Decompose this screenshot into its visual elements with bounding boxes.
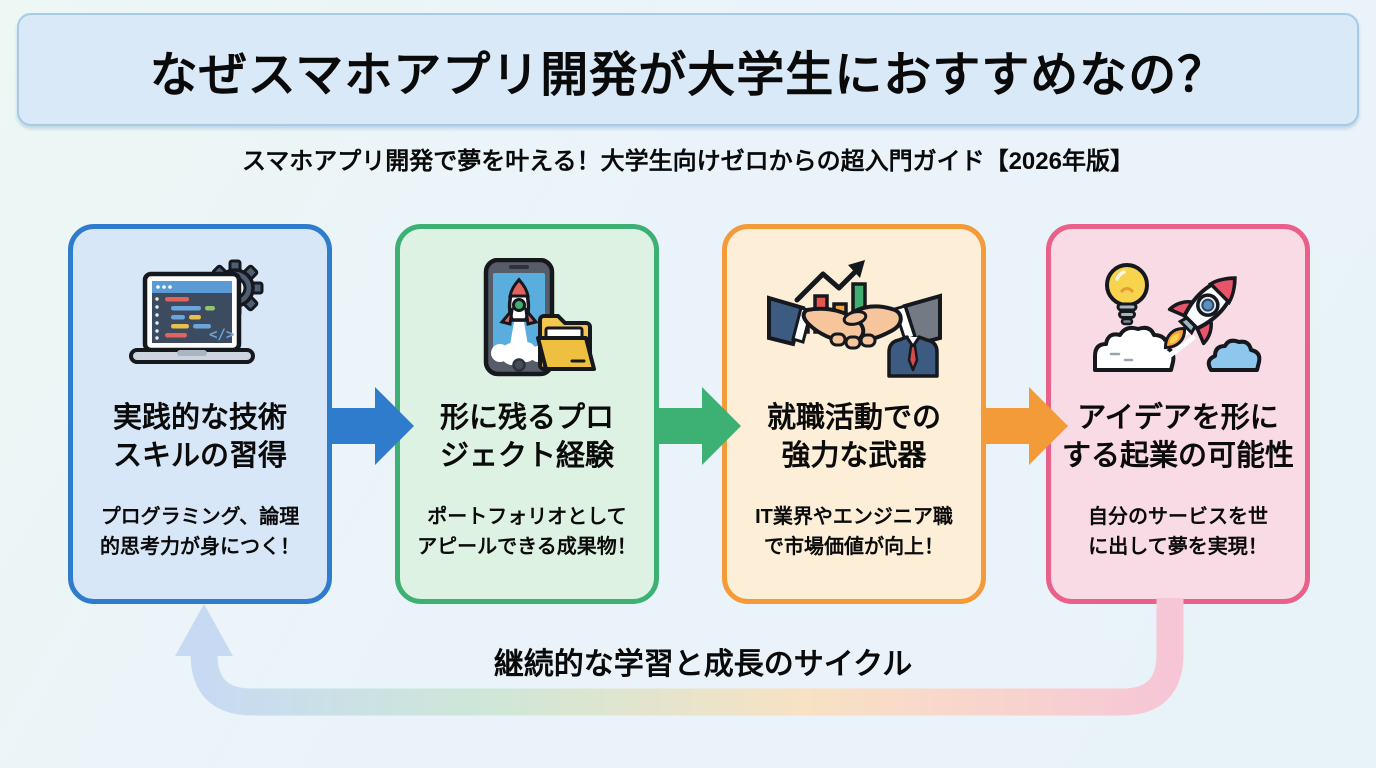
svg-text:</>: </> xyxy=(209,327,234,343)
flow-arrow-2-icon xyxy=(654,384,742,468)
card-desc-line-1: プログラミング、論理 xyxy=(100,505,300,528)
card-title: 就職活動での 強力な武器 xyxy=(767,399,941,476)
page-subtitle: スマホアプリ開発で夢を叶える！大学生向けゼロからの超入門ガイド【2026年版】 xyxy=(242,148,1134,175)
card-title: アイデアを形に する起業の可能性 xyxy=(1062,399,1294,476)
lightbulb-rocket-icon xyxy=(1091,245,1266,391)
card-desc-line-2: で市場価値が向上！ xyxy=(764,535,944,558)
card-title-line-2: ジェクト経験 xyxy=(439,440,614,473)
card-startup-potential: アイデアを形に する起業の可能性 自分のサービスを世 に出して夢を実現！ xyxy=(1046,224,1310,604)
card-title-line-1: 実践的な技術 xyxy=(112,402,287,434)
card-desc-line-2: アピールできる成果物！ xyxy=(417,535,637,558)
cycle-label: 継続的な学習と成長のサイクル xyxy=(493,648,913,681)
card-title: 実践的な技術 スキルの習得 xyxy=(113,399,287,476)
card-desc-line-1: IT業界やエンジニア職 xyxy=(755,505,953,528)
card-desc-line-2: 的思考力が身につく！ xyxy=(100,535,300,558)
card-description: IT業界やエンジニア職 で市場価値が向上！ xyxy=(755,502,953,563)
card-project-experience: 形に残るプロ ジェクト経験 ポートフォリオとして アピールできる成果物！ xyxy=(395,224,659,604)
cycle-arrow-icon xyxy=(175,598,1184,716)
card-title-line-1: 形に残るプロ xyxy=(439,402,614,434)
laptop-code-gear-icon: </> xyxy=(125,245,275,391)
card-title: 形に残るプロ ジェクト経験 xyxy=(440,399,614,476)
flow-arrow-3-icon xyxy=(981,384,1069,468)
page-title: なぜスマホアプリ開発が大学生におすすめなの？ xyxy=(149,48,1227,102)
handshake-chart-suit-icon xyxy=(766,245,942,391)
title-banner: なぜスマホアプリ開発が大学生におすすめなの？ xyxy=(17,13,1359,126)
card-desc-line-1: 自分のサービスを世 xyxy=(1088,505,1268,528)
card-title-line-2: 強力な武器 xyxy=(781,440,927,473)
card-description: 自分のサービスを世 に出して夢を実現！ xyxy=(1088,502,1268,563)
card-title-line-1: 就職活動での xyxy=(766,402,941,434)
card-description: プログラミング、論理 的思考力が身につく！ xyxy=(100,502,300,563)
card-title-line-2: スキルの習得 xyxy=(112,440,287,473)
card-description: ポートフォリオとして アピールできる成果物！ xyxy=(417,502,637,563)
card-practical-skills: </> 実践的な技術 スキルの習得 プログラミング、論理 的思考力が身につく！ xyxy=(68,224,332,604)
card-desc-line-2: に出して夢を実現！ xyxy=(1088,535,1268,558)
card-title-line-2: する起業の可能性 xyxy=(1061,440,1294,473)
card-job-hunting: 就職活動での 強力な武器 IT業界やエンジニア職 で市場価値が向上！ xyxy=(722,224,986,604)
card-desc-line-1: ポートフォリオとして xyxy=(427,505,627,528)
flow-arrow-1-icon xyxy=(327,384,415,468)
phone-rocket-folder-icon xyxy=(452,245,602,391)
card-title-line-1: アイデアを形に xyxy=(1077,402,1279,434)
